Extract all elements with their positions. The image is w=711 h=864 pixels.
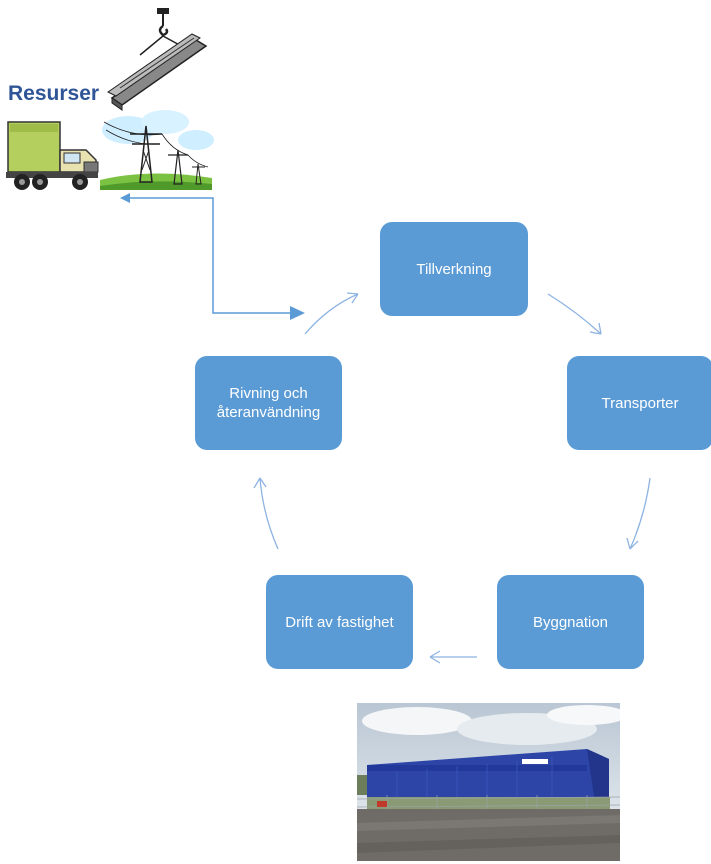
cycle-node-label: Transporter [601,394,679,412]
cycle-node-label: Rivning och återanvändning [216,385,321,421]
cycle-node-label: Tillverkning [416,260,492,278]
cycle-node-tillverkning: Tillverkning [380,222,528,316]
resources-label: Resurser [8,82,100,105]
cycle-node-label: Byggnation [532,613,609,631]
cycle-node-drift: Drift av fastighet [266,575,413,669]
blue-industrial-building-photo [357,703,620,861]
arrow-byggnation-to-drift [429,650,477,664]
cycle-node-transporter: Transporter [567,356,711,450]
power-lines-icon [100,110,214,190]
truck-icon [6,121,99,190]
cycle-node-byggnation: Byggnation [497,575,644,669]
arrow-drift-to-rivning [253,477,279,550]
cycle-node-label: Drift av fastighet [285,613,394,631]
resource-feedback-connector [120,193,305,320]
arrow-transporter-to-byggnation [626,477,651,550]
cycle-node-rivning: Rivning och återanvändning [195,356,342,450]
arrow-rivning-to-tillverkning [304,292,359,335]
steel-beam-crane-icon [107,8,208,111]
arrow-tillverkning-to-transporter [547,293,602,335]
